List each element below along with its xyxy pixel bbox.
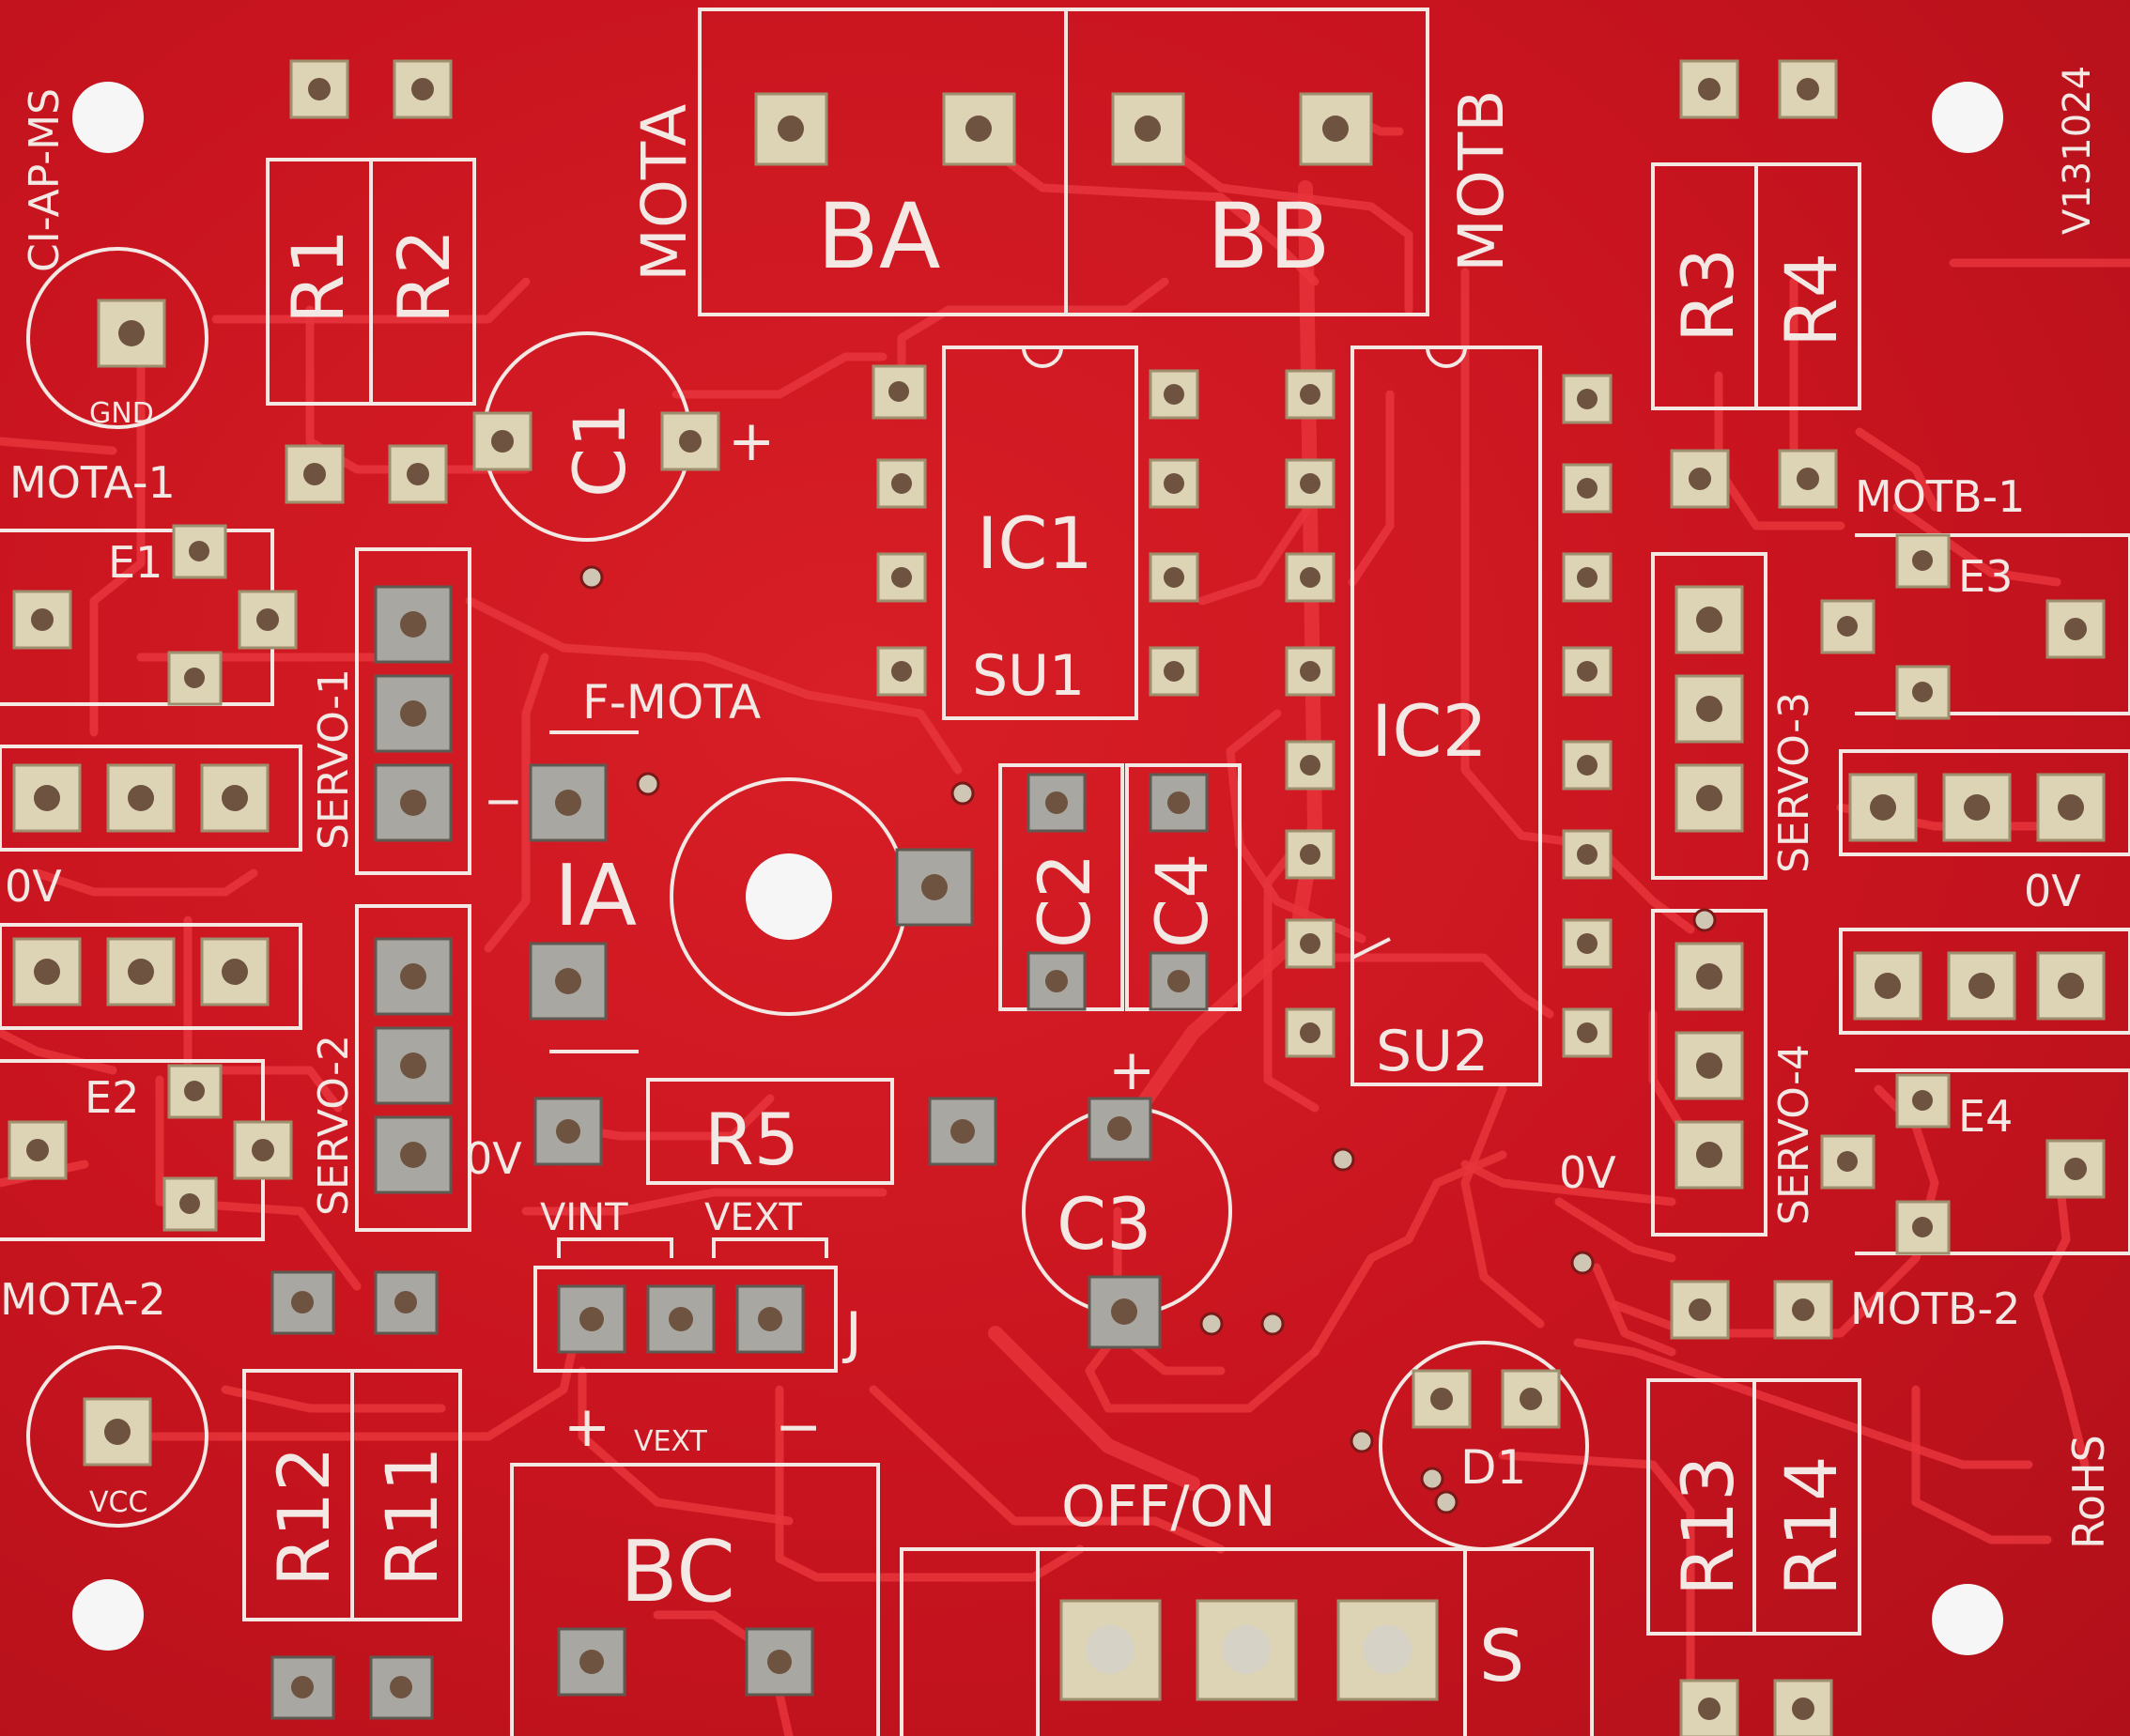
label-mota-2: MOTA-2 <box>0 1274 166 1325</box>
label-j: J <box>841 1300 862 1366</box>
center-hole <box>746 853 832 940</box>
pads <box>8 59 2106 1736</box>
label-vint: VINT <box>540 1196 628 1239</box>
mounting-hole-top-left <box>72 82 144 153</box>
label-r4: R4 <box>1769 253 1853 347</box>
label-servo-2: SERVO-2 <box>310 1035 358 1216</box>
label-servo-4: SERVO-4 <box>1770 1044 1818 1225</box>
label-vext-small: VEXT <box>634 1425 708 1458</box>
label-r3: R3 <box>1666 248 1750 343</box>
silkscreen-outlines <box>0 8 2130 1736</box>
label-servo-1: SERVO-1 <box>310 668 358 850</box>
vias <box>579 565 1717 1514</box>
label-0v-right: 0V <box>2024 866 2081 916</box>
label-ia: IA <box>554 847 637 945</box>
label-r13: R13 <box>1666 1455 1750 1596</box>
label-motb-2: MOTB-2 <box>1850 1283 2020 1334</box>
label-ba: BA <box>817 184 941 289</box>
label-vext: VEXT <box>704 1196 802 1239</box>
label-c1: C1 <box>558 403 641 498</box>
label-off-on: OFF/ON <box>1061 1474 1276 1540</box>
mounting-hole-bottom-right <box>1932 1584 2003 1655</box>
label-j-plus: + <box>563 1394 610 1460</box>
label-r14: R14 <box>1769 1455 1853 1596</box>
label-su2: SU2 <box>1376 1019 1489 1084</box>
mounting-hole-top-right <box>1932 82 2003 153</box>
label-j-minus: − <box>775 1394 822 1460</box>
label-0v-r5: 0V <box>465 1133 522 1184</box>
label-r1: R1 <box>276 229 360 324</box>
label-0v-left: 0V <box>5 861 62 912</box>
dark-pads <box>270 585 1209 1720</box>
label-version: V131024 <box>2056 66 2099 235</box>
label-s: S <box>1479 1614 1524 1698</box>
label-bc: BC <box>620 1523 735 1621</box>
label-f-mota: F-MOTA <box>582 675 761 730</box>
label-motb-1: MOTB-1 <box>1855 471 2025 522</box>
label-vcc: VCC <box>89 1486 147 1519</box>
label-e1: E1 <box>108 537 162 588</box>
label-motb: MOTB <box>1445 90 1518 273</box>
label-bb: BB <box>1207 184 1331 289</box>
mounting-holes <box>72 82 2003 1655</box>
mounting-hole-bottom-left <box>72 1579 144 1651</box>
label-su1: SU1 <box>972 643 1085 709</box>
label-board-name: CI-AP-MS <box>21 88 69 272</box>
label-e3: E3 <box>1958 551 2013 602</box>
label-mota: MOTA <box>628 104 701 282</box>
label-e4: E4 <box>1958 1091 2013 1142</box>
label-c2: C2 <box>1023 853 1106 948</box>
label-gnd: GND <box>89 397 154 430</box>
label-r11: R11 <box>370 1446 454 1587</box>
label-c3-plus: + <box>1108 1037 1155 1103</box>
label-r2: R2 <box>382 229 466 324</box>
label-d1: D1 <box>1460 1440 1526 1495</box>
label-r5: R5 <box>704 1098 799 1181</box>
label-c3: C3 <box>1057 1182 1151 1266</box>
label-0v-servo4: 0V <box>1559 1147 1616 1198</box>
label-c4: C4 <box>1140 853 1224 948</box>
label-servo-3: SERVO-3 <box>1770 692 1818 873</box>
label-ic1: IC1 <box>977 501 1093 585</box>
silkscreen-text: MOTA MOTB BA BB CI-AP-MS V131024 RoHS R1… <box>0 66 2114 1698</box>
label-ic2: IC2 <box>1371 689 1488 773</box>
label-r12: R12 <box>262 1446 346 1587</box>
label-rohs: RoHS <box>2063 1435 2114 1549</box>
label-c1-plus: + <box>728 408 775 474</box>
label-ia-minus: − <box>484 774 523 828</box>
label-e2: E2 <box>85 1072 139 1123</box>
label-mota-1: MOTA-1 <box>9 457 176 508</box>
